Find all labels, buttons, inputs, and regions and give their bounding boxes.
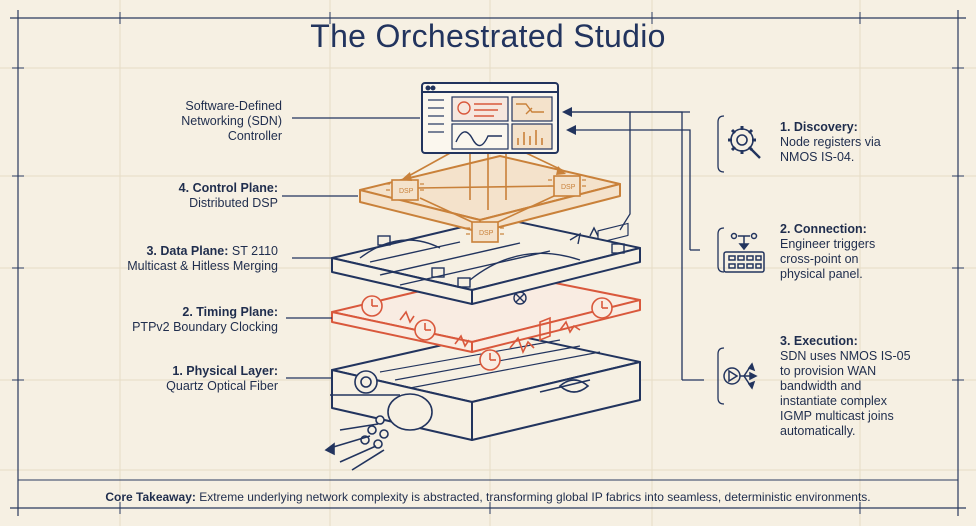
data-flow-arrows <box>359 226 625 305</box>
physical-layer-text: Quartz Optical Fiber <box>166 379 278 393</box>
fiber-bundle <box>324 370 591 471</box>
sdn-controller-monitor <box>421 82 559 154</box>
control-panel-icon <box>723 232 765 273</box>
timing-clocks <box>361 295 613 371</box>
step-connection-text: physical panel. <box>780 267 863 281</box>
core-takeaway: Core Takeaway: Extreme underlying networ… <box>0 490 976 504</box>
dsp-chip-label: DSP <box>479 230 494 237</box>
control-plane-text: Distributed DSP <box>189 196 278 210</box>
step-discovery-text: NMOS IS-04. <box>780 150 855 164</box>
dsp-chip-label: DSP <box>399 188 414 195</box>
step-discovery-text: Node registers via <box>780 135 881 149</box>
step-execution-heading: 3. Execution: <box>780 334 858 348</box>
data-plane-heading: 3. Data Plane: <box>146 244 229 258</box>
dsp-chips <box>386 175 586 243</box>
step-execution-text: automatically. <box>780 424 856 438</box>
physical-layer-label: 1. Physical Layer: Quartz Optical Fiber <box>100 364 278 394</box>
step-brackets <box>717 115 725 405</box>
dsp-chip-label: DSP <box>561 184 576 191</box>
step-connection-heading: 2. Connection: <box>780 222 867 236</box>
controller-label-line: Software-Defined <box>185 99 282 113</box>
step-connection-text: Engineer triggers <box>780 237 876 251</box>
step-execution: 3. Execution: SDN uses NMOS IS-05 to pro… <box>780 334 950 439</box>
control-plane-label: 4. Control Plane: Distributed DSP <box>120 181 278 211</box>
step-execution-text: to provision WAN <box>780 364 877 378</box>
step-execution-text: bandwidth and <box>780 379 862 393</box>
control-plane-heading: 4. Control Plane: <box>178 181 278 195</box>
core-takeaway-text: Extreme underlying network complexity is… <box>195 490 871 504</box>
timing-plane-heading: 2. Timing Plane: <box>182 305 278 319</box>
sdn-controller-label: Software-Defined Networking (SDN) Contro… <box>120 99 282 144</box>
step-connection: 2. Connection: Engineer triggers cross-p… <box>780 222 950 282</box>
control-plane <box>359 155 621 233</box>
controller-label-line: Controller <box>227 129 282 143</box>
timing-plane-text: PTPv2 Boundary Clocking <box>132 320 278 334</box>
step-discovery-heading: 1. Discovery: <box>780 120 858 134</box>
step-execution-text: SDN uses NMOS IS-05 <box>780 349 911 363</box>
controller-arrows <box>401 151 567 210</box>
data-plane-label: 3. Data Plane: ST 2110 Multicast & Hitle… <box>100 244 278 274</box>
data-plane-heading-suffix: ST 2110 <box>228 244 278 258</box>
data-plane <box>331 217 641 305</box>
left-leader-lines <box>282 117 420 379</box>
physical-layer-heading: 1. Physical Layer: <box>172 364 278 378</box>
step-connection-text: cross-point on <box>780 252 859 266</box>
right-connectors <box>562 107 704 381</box>
border-frame <box>10 10 966 516</box>
step-execution-text: IGMP multicast joins <box>780 409 894 423</box>
play-branch-icon <box>723 362 758 390</box>
timing-plane-label: 2. Timing Plane: PTPv2 Boundary Clocking <box>100 305 278 335</box>
step-execution-text: instantiate complex <box>780 394 888 408</box>
step-discovery: 1. Discovery: Node registers via NMOS IS… <box>780 120 950 165</box>
gear-search-icon <box>728 126 761 159</box>
core-takeaway-label: Core Takeaway: <box>105 490 196 504</box>
controller-label-line: Networking (SDN) <box>181 114 282 128</box>
data-plane-text: Multicast & Hitless Merging <box>127 259 278 273</box>
page-title: The Orchestrated Studio <box>310 18 666 54</box>
